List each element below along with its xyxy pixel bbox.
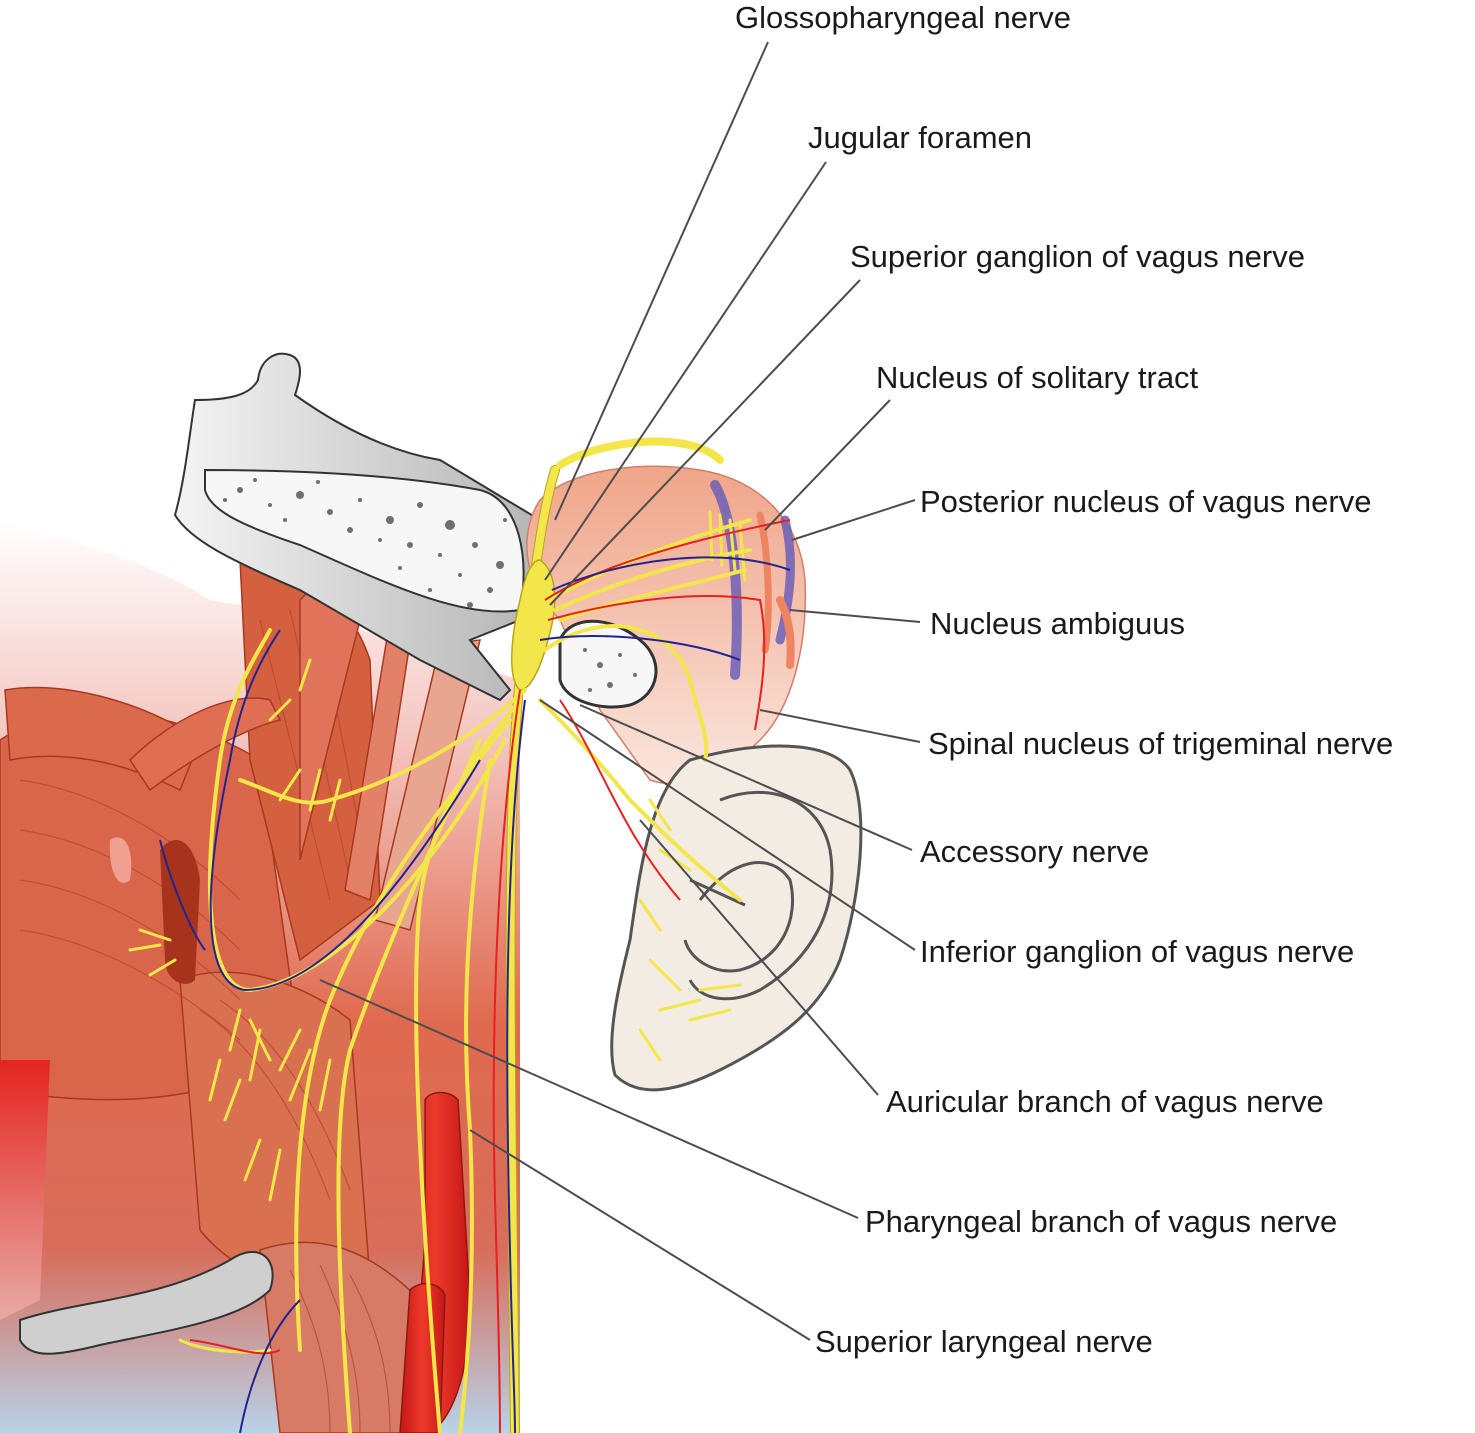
label-accessory-nerve: Accessory nerve xyxy=(920,834,1149,869)
label-superior-laryngeal: Superior laryngeal nerve xyxy=(815,1324,1153,1359)
jugular-foramen-bone xyxy=(558,619,658,709)
leader-solitary xyxy=(764,399,891,531)
leader-lines xyxy=(319,41,921,1341)
leader-inferior-ganglion xyxy=(539,699,916,951)
label-superior-ganglion: Superior ganglion of vagus nerve xyxy=(850,239,1305,274)
label-inferior-ganglion: Inferior ganglion of vagus nerve xyxy=(920,934,1354,969)
leader-auricular xyxy=(639,819,879,1096)
label-posterior-nucleus: Posterior nucleus of vagus nerve xyxy=(920,484,1371,519)
external-ear xyxy=(610,744,863,1092)
skull-base-bone xyxy=(173,352,542,702)
label-glossopharyngeal: Glossopharyngeal nerve xyxy=(735,0,1071,35)
leader-ambiguus xyxy=(789,609,921,623)
label-jugular-foramen: Jugular foramen xyxy=(808,120,1032,155)
vagus-nerve-trunk xyxy=(208,437,752,1433)
leader-superior-laryngeal xyxy=(469,1129,811,1341)
label-spinal-trigeminal: Spinal nucleus of trigeminal nerve xyxy=(928,726,1393,761)
blood-vessels xyxy=(19,1091,471,1433)
labels: Glossopharyngeal nerve Jugular foramen S… xyxy=(735,0,1393,1359)
leader-glossopharyngeal xyxy=(554,41,769,521)
label-auricular-branch: Auricular branch of vagus nerve xyxy=(886,1084,1324,1119)
red-blue-fibers xyxy=(159,519,791,1433)
leader-spinal-trigeminal xyxy=(759,709,921,743)
label-nucleus-solitary-tract: Nucleus of solitary tract xyxy=(876,360,1199,395)
leader-accessory xyxy=(579,704,913,851)
label-nucleus-ambiguus: Nucleus ambiguus xyxy=(930,606,1185,641)
leader-posterior-nucleus xyxy=(791,499,916,541)
leader-pharyngeal xyxy=(319,979,859,1219)
leader-superior-ganglion xyxy=(549,279,861,606)
label-pharyngeal-branch: Pharyngeal branch of vagus nerve xyxy=(865,1204,1337,1239)
leader-jugular xyxy=(544,161,827,581)
